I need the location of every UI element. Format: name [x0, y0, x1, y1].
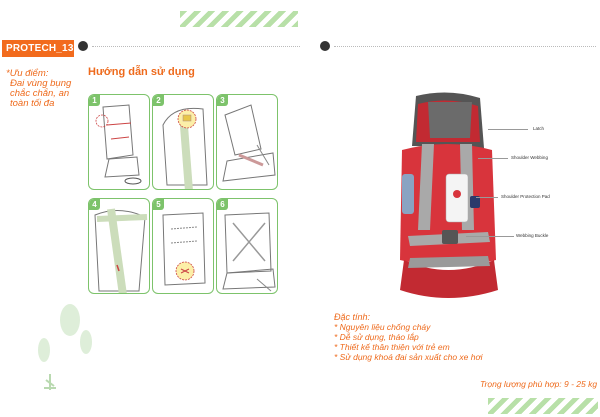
- product-image: [400, 92, 498, 298]
- callout-line-shoulder-webbing: [478, 158, 508, 159]
- callout-line-latch: [488, 129, 528, 130]
- callout-webbing-buckle: Webbing Buckle: [516, 233, 549, 238]
- callout-line-webbing-buckle: [466, 236, 514, 237]
- guide-step-4: 4: [88, 198, 150, 294]
- step-illustration: [162, 107, 208, 189]
- step-illustration: [222, 212, 276, 292]
- guide-step-2: 2: [152, 94, 214, 190]
- step-number: 1: [89, 95, 100, 106]
- guide-step-6: 6: [216, 198, 278, 294]
- feature-item: * Dễ sử dụng, tháo lắp: [334, 332, 419, 342]
- advantages-heading: *Ưu điểm:: [6, 68, 49, 79]
- step-number: 4: [89, 199, 100, 210]
- feature-item: * Nguyên liệu chống cháy: [334, 322, 431, 332]
- suitable-weight: Trọng lượng phù hợp: 9 - 25 kg: [480, 379, 598, 389]
- guide-step-5: 5: [152, 198, 214, 294]
- step-illustration: [162, 212, 206, 286]
- guide-step-1: 1: [88, 94, 150, 190]
- logo-mark-icon: [320, 41, 330, 51]
- paw-print-icon: [38, 304, 92, 390]
- step-number: 2: [153, 95, 164, 106]
- callout-shoulder-webbing: Shoulder Webbing: [511, 155, 548, 160]
- logo-mark-icon: [78, 41, 88, 51]
- product-code-tag: PROTECH_13: [2, 40, 74, 57]
- advantages-body: Đai vùng bụng chắc chắn, an toàn tối đa: [10, 78, 72, 109]
- feature-item: * Sử dụng khoá đai sản xuất cho xe hơi: [334, 352, 483, 362]
- step-number: 5: [153, 199, 164, 210]
- guide-step-3: 3: [216, 94, 278, 190]
- callout-latch: Latch: [533, 126, 545, 131]
- step-number: 6: [217, 199, 228, 210]
- step-illustration: [95, 104, 142, 185]
- bottom-stripe-decoration: [488, 398, 598, 414]
- top-stripe-decoration: [180, 11, 298, 27]
- header-divider-right: [334, 46, 596, 47]
- guide-title: Hướng dẫn sử dụng: [88, 66, 195, 78]
- step-illustration: [94, 208, 148, 293]
- callout-line-shoulder-pad: [476, 197, 498, 198]
- step-number: 3: [217, 95, 228, 106]
- feature-item: * Thiết kế thân thiện với trẻ em: [334, 342, 450, 352]
- features-heading: Đặc tính:: [334, 312, 371, 322]
- step-illustration: [222, 104, 276, 182]
- callout-shoulder-protection-pad: Shoulder Protection Pad: [501, 194, 550, 199]
- header-divider-left: [92, 46, 300, 47]
